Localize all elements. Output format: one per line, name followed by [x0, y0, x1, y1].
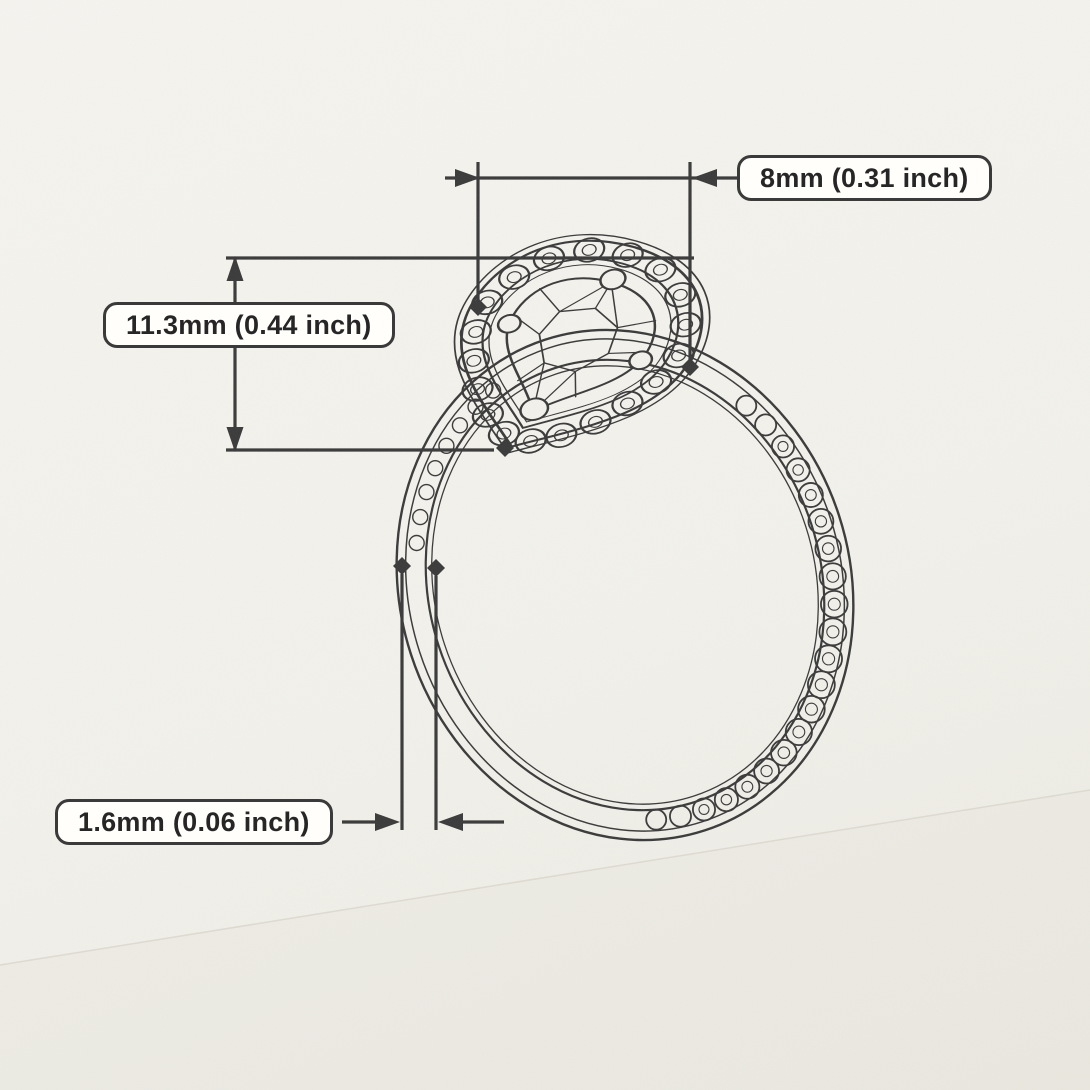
arrowhead-right-icon: [375, 813, 400, 831]
pave-stone-facet: [827, 597, 841, 611]
pave-stone: [669, 804, 692, 828]
head-height-dimension-label: 11.3mm (0.44 inch): [103, 302, 395, 348]
measure-point-marker: [681, 358, 699, 376]
halo-stone: [545, 422, 578, 449]
pave-stone: [427, 459, 444, 477]
pave-stone: [734, 773, 761, 800]
halo-stone: [471, 289, 504, 316]
band-thickness-dimension-label: 1.6mm (0.06 inch): [55, 799, 333, 845]
pave-stone-facet: [792, 464, 804, 476]
pave-stone-facet: [720, 793, 733, 806]
pave-stone-facet: [814, 515, 828, 528]
pave-stone: [771, 434, 795, 459]
pave-stone: [418, 483, 435, 501]
band-inner-rim: [424, 358, 826, 812]
arrowhead-up-icon: [226, 256, 244, 281]
halo-stone: [498, 264, 531, 290]
band-thickness-dimension: [342, 557, 504, 831]
pave-stone-facet: [821, 542, 835, 555]
pave-stone-facet: [741, 780, 754, 793]
pave-stone: [785, 457, 811, 483]
pave-stone: [735, 394, 758, 417]
pave-stone: [692, 797, 716, 822]
prong: [519, 397, 550, 422]
ring-head: [453, 233, 711, 454]
pave-stone-facet: [792, 725, 806, 739]
pave-stone: [814, 534, 842, 563]
pave-stone-facet: [814, 678, 828, 692]
pave-stone-facet: [826, 625, 840, 639]
pave-stone-facet: [760, 764, 773, 778]
measure-point-marker: [427, 559, 445, 577]
pave-stone-facet: [777, 440, 789, 452]
pave-stone: [451, 417, 469, 434]
pave-stone-facet: [804, 702, 818, 716]
ring-illustration: [395, 233, 855, 842]
pave-stone: [645, 808, 668, 831]
halo-stone-facet: [652, 263, 668, 276]
arrowhead-down-icon: [226, 427, 244, 452]
pave-stone: [807, 507, 835, 535]
pave-stone: [713, 787, 739, 813]
pave-stone: [754, 413, 778, 437]
pave-stone: [797, 482, 824, 508]
halo-stone-facet: [648, 376, 664, 388]
arrowhead-left-icon: [692, 169, 717, 187]
pave-stone-facet: [826, 569, 840, 583]
pave-stone-facet: [804, 489, 817, 501]
pave-stone: [408, 534, 425, 552]
halo-stone-facet: [506, 271, 522, 284]
halo-stone-facet: [581, 243, 597, 256]
band-outer-edge: [395, 328, 855, 842]
halo-stone-facet: [466, 354, 482, 367]
pave-stone: [412, 508, 429, 526]
ring-band: [395, 328, 855, 842]
measure-point-marker: [496, 439, 514, 457]
arrowhead-right-icon: [455, 169, 480, 187]
prong: [496, 313, 522, 334]
halo-stones: [457, 237, 702, 454]
pave-stone-facet: [698, 803, 710, 816]
pave-stone-facet: [821, 652, 836, 666]
arrowhead-left-icon: [438, 813, 463, 831]
halo-stone: [664, 282, 697, 308]
pave-stone-facet: [777, 746, 791, 760]
halo-stone-facet: [620, 249, 636, 262]
head-width-dimension-label: 8mm (0.31 inch): [737, 155, 992, 201]
